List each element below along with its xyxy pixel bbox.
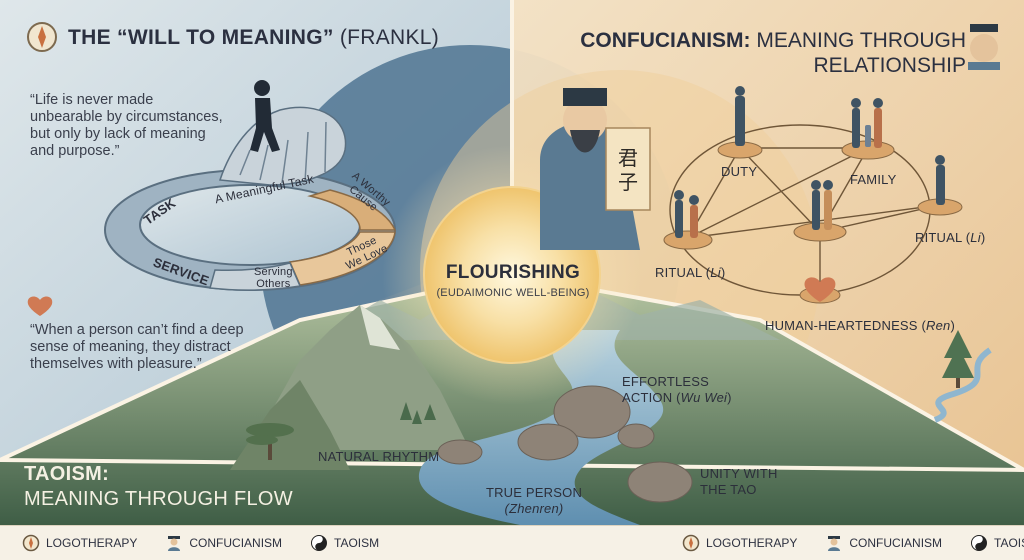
spiral-stairs [218,106,347,186]
infographic: THE “WILL TO MEANING” (FRANKL) “Life is … [0,0,1024,525]
logotherapy-title: THE “WILL TO MEANING” (FRANKL) [68,26,439,50]
yin-yang-icon [971,535,988,551]
ren-heart-icon [804,277,836,302]
taoism-title-line2: MEANING THROUGH FLOW [24,488,293,510]
node-label-duty: DUTY [721,164,758,179]
node-label-family: FAMILY [850,172,897,187]
meaning-ring [104,169,397,291]
legend-left: LOGOTHERAPY CONFUCIANISM TAOISM [22,534,401,552]
scholar-icon-header [968,24,1000,70]
taoism-title: TAOISM: MEANING THROUGH FLOW [24,462,314,512]
flourishing-title: FLOURISHING [445,262,581,283]
confucianism-title-line2: RELATIONSHIP [813,54,966,77]
confucianism-title: CONFUCIANISM: MEANING THROUGH RELATIONSH… [546,28,966,78]
tao-label-unity-with-tao: UNITY WITH THE TAO [700,466,778,497]
taoism-title-bold: TAOISM: [24,463,110,485]
legend-bar: LOGOTHERAPY CONFUCIANISM TAOISM LOGOTHER… [0,525,1024,560]
legend-item-taoism-2: TAOISM [970,534,1024,552]
ring-label-serving-others: Serving Others [254,266,293,290]
rock [553,385,631,439]
tao-label-effortless-action: EFFORTLESS ACTION (Wu Wei) [622,374,732,405]
background-art [0,0,1024,525]
pine-tree [246,423,294,460]
legend-right: LOGOTHERAPY CONFUCIANISM TAOISM [682,534,1024,552]
frankl-quote-bottom: “When a person can’t find a deep sense o… [30,322,244,372]
logotherapy-title-rest: (FRANKL) [339,26,440,49]
confucianism-title-bold: CONFUCIANISM: [580,29,751,52]
legend-item-taoism: TAOISM [310,534,379,552]
logotherapy-title-bold: THE “WILL TO MEANING” [68,26,334,49]
flourishing-subtitle: (EUDAIMONIC WELL-BEING) [436,287,590,299]
scroll-characters: 君 子 [618,146,638,194]
node-label-ritual-right: RITUAL (Li) [915,230,986,245]
compass-header-icon [27,22,57,52]
legend-item-logotherapy: LOGOTHERAPY [22,534,137,552]
node-label-human-heartedness: HUMAN-HEARTEDNESS (Ren) [765,318,956,333]
tao-label-natural-rhythm: NATURAL RHYTHM [318,449,440,464]
walking-person-silhouette [250,80,280,152]
confucius-figure [540,88,651,250]
tao-label-true-person: TRUE PERSON (Zhenren) [485,485,583,516]
scroll [605,127,651,211]
scholar-icon [168,536,181,551]
node-label-ritual-left: RITUAL (Li) [655,265,726,280]
compass-icon [682,534,700,552]
frankl-quote-top: “Life is never made unbearable by circum… [30,92,223,159]
legend-item-logotherapy-2: LOGOTHERAPY [682,534,797,552]
scholar-icon [828,536,841,551]
yin-yang-icon [311,535,328,551]
right-tree [933,330,992,423]
heart-icon [27,296,53,316]
legend-item-confucianism: CONFUCIANISM [165,534,282,552]
compass-icon [22,534,40,552]
legend-item-confucianism-2: CONFUCIANISM [825,534,942,552]
